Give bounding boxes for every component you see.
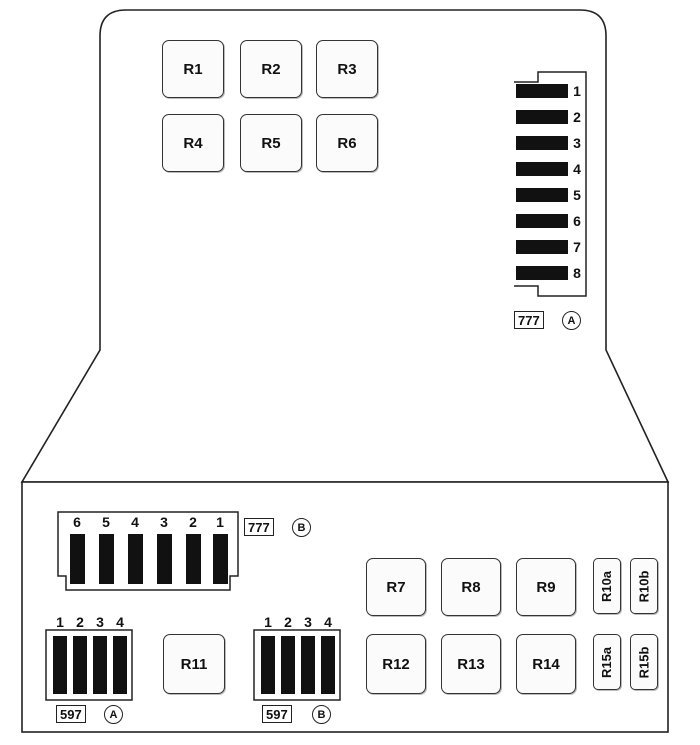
relay-r15b: R15b	[630, 634, 658, 690]
connector-597b-pin-1	[261, 636, 275, 694]
relay-r6: R6	[316, 114, 378, 172]
connector-777a-pin-label: 2	[573, 109, 581, 125]
connector-597b-pin-label: 1	[264, 614, 272, 630]
connector-777b-pin-label: 1	[216, 514, 224, 530]
connector-777a-housing	[514, 71, 587, 297]
relay-r10a: R10a	[593, 558, 621, 614]
connector-597b-code: 597	[262, 705, 292, 723]
connector-777a-pin-label: 6	[573, 213, 581, 229]
connector-777b-pin-2	[186, 534, 201, 584]
connector-597a-pin-3	[93, 636, 107, 694]
connector-597b-pin-label: 2	[284, 614, 292, 630]
connector-777a-pin-label: 5	[573, 187, 581, 203]
connector-777b-pin-label: 3	[160, 514, 168, 530]
connector-597a-pin-label: 3	[96, 614, 104, 630]
relay-r15a: R15a	[593, 634, 621, 690]
relay-r11: R11	[163, 634, 225, 694]
connector-777b-pin-6	[70, 534, 85, 584]
connector-597a-pin-1	[53, 636, 67, 694]
connector-597a-pin-label: 4	[116, 614, 124, 630]
connector-777a-pin-label: 4	[573, 161, 581, 177]
connector-777b-pin-5	[99, 534, 114, 584]
connector-777b-pin-label: 5	[102, 514, 110, 530]
connector-777b-housing	[57, 511, 239, 591]
connector-777a-pin-3	[516, 136, 568, 150]
connector-777b-letter: B	[292, 518, 311, 537]
connector-777a-pin-6	[516, 214, 568, 228]
relay-r7: R7	[366, 558, 426, 616]
connector-777b-pin-label: 2	[189, 514, 197, 530]
connector-597b-pin-3	[301, 636, 315, 694]
connector-597b-pin-label: 3	[304, 614, 312, 630]
relay-r10b-label: R10b	[636, 570, 652, 602]
connector-777a-pin-label: 3	[573, 135, 581, 151]
relay-r13: R13	[441, 634, 501, 694]
connector-597b-pin-2	[281, 636, 295, 694]
relay-r14: R14	[516, 634, 576, 694]
relay-r9: R9	[516, 558, 576, 616]
relay-r10b: R10b	[630, 558, 658, 614]
connector-777b-pin-1	[213, 534, 228, 584]
relay-r3: R3	[316, 40, 378, 98]
relay-r15b-label: R15b	[636, 646, 652, 678]
connector-777a-pin-2	[516, 110, 568, 124]
connector-597a-letter: A	[104, 705, 123, 724]
relay-r8: R8	[441, 558, 501, 616]
relay-r15a-label: R15a	[599, 646, 615, 678]
relay-r2: R2	[240, 40, 302, 98]
relay-r1: R1	[162, 40, 224, 98]
connector-777a-pin-label: 1	[573, 83, 581, 99]
relay-r12: R12	[366, 634, 426, 694]
connector-777a-pin-7	[516, 240, 568, 254]
connector-777a-pin-label: 8	[573, 265, 581, 281]
connector-597b-pin-4	[321, 636, 335, 694]
connector-597a-pin-2	[73, 636, 87, 694]
connector-777b-pin-label: 4	[131, 514, 139, 530]
connector-777a-code: 777	[514, 311, 544, 329]
connector-777a-pin-4	[516, 162, 568, 176]
connector-597a-pin-4	[113, 636, 127, 694]
connector-777a-pin-1	[516, 84, 568, 98]
connector-597b-letter: B	[312, 705, 331, 724]
connector-597b-pin-label: 4	[324, 614, 332, 630]
connector-777b-code: 777	[244, 518, 274, 536]
connector-777a-pin-5	[516, 188, 568, 202]
relay-r5: R5	[240, 114, 302, 172]
connector-597a-pin-label: 2	[76, 614, 84, 630]
connector-777a-pin-label: 7	[573, 239, 581, 255]
connector-777a-pin-8	[516, 266, 568, 280]
connector-597a-pin-label: 1	[56, 614, 64, 630]
relay-r4: R4	[162, 114, 224, 172]
connector-777b-pin-4	[128, 534, 143, 584]
connector-597a-code: 597	[56, 705, 86, 723]
connector-777b-pin-3	[157, 534, 172, 584]
relay-r10a-label: R10a	[599, 570, 615, 602]
connector-777a-letter: A	[562, 311, 581, 330]
connector-777b-pin-label: 6	[73, 514, 81, 530]
